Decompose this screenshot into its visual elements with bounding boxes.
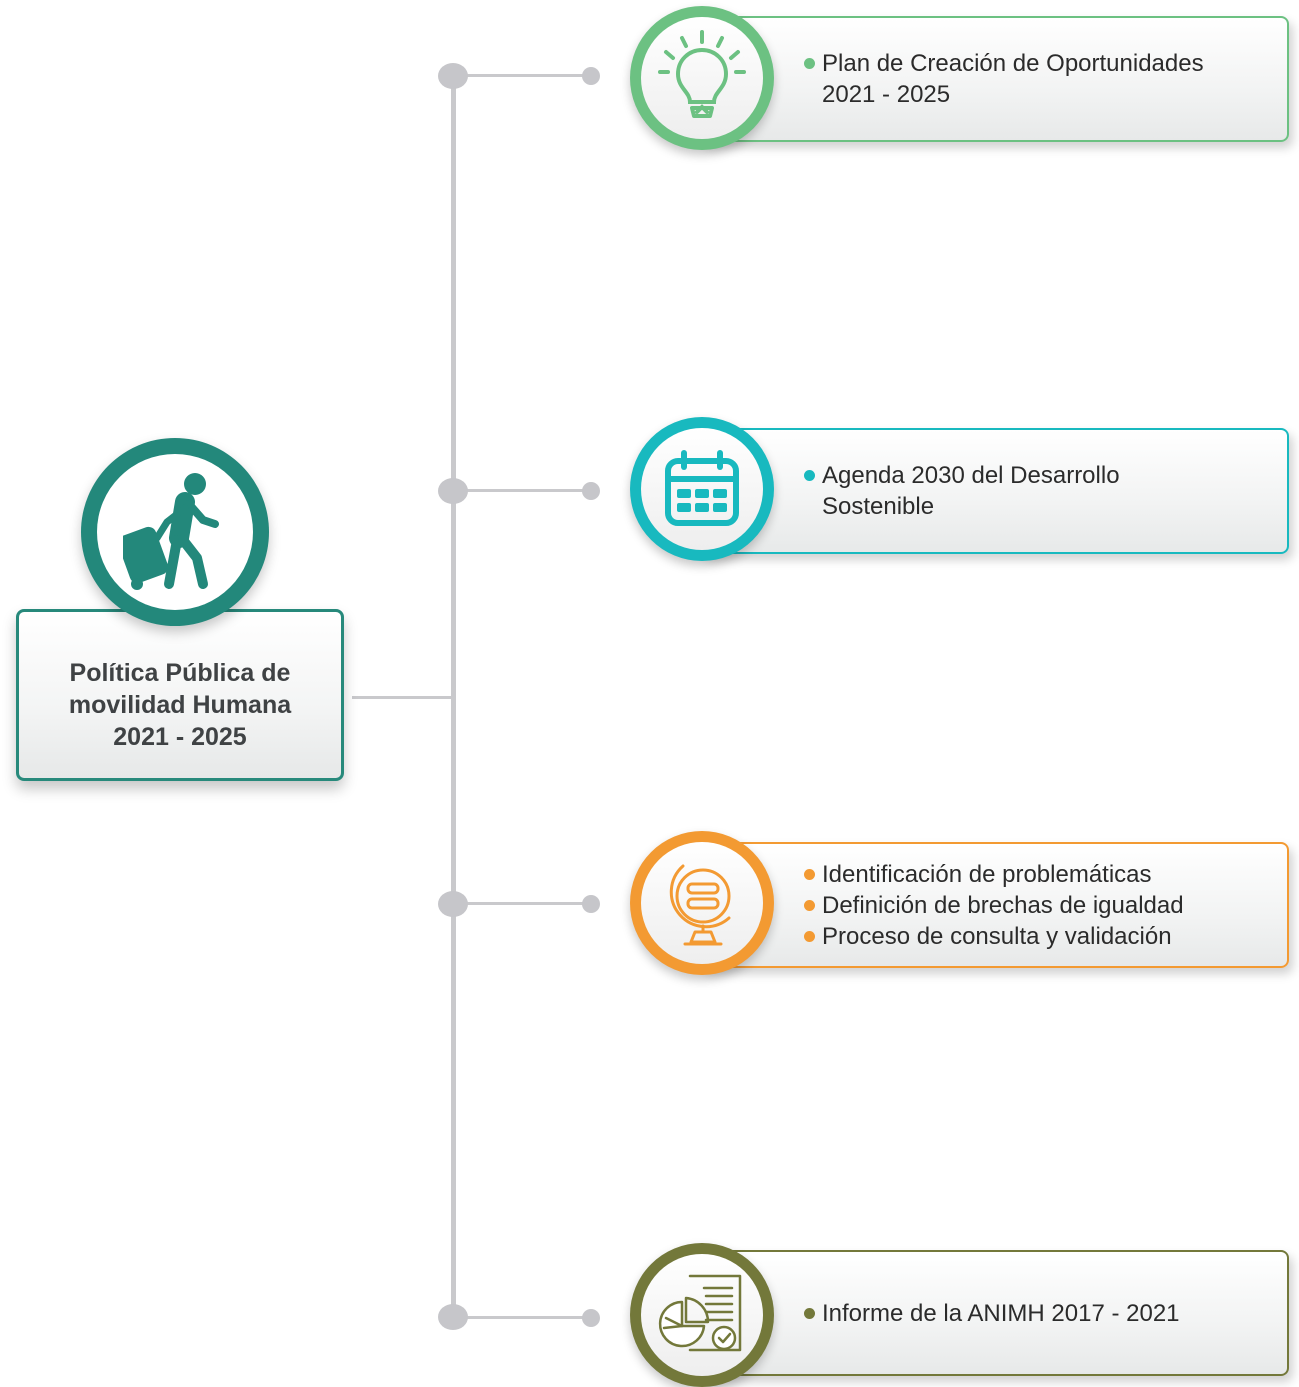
branch-icon-ring-3 <box>630 831 774 975</box>
bullet-dot <box>804 1307 815 1319</box>
lightbulb-icon <box>658 30 746 118</box>
main-topic-title: Política Pública de movilidad Humana 202… <box>68 659 292 751</box>
branch-card-3: Identificación de problemáticas Definici… <box>700 842 1289 968</box>
branch-node-3 <box>438 891 468 917</box>
branch-connector-2 <box>454 489 594 492</box>
main-connector <box>352 696 454 699</box>
main-topic-card: Política Pública de movilidad Humana 202… <box>16 609 344 781</box>
branch-3-item-2: Definición de brechas de igualdad <box>804 890 1279 921</box>
bullet-dot <box>804 899 815 911</box>
branch-icon-ring-4 <box>630 1243 774 1387</box>
branch-4-item-1: Informe de la ANIMH 2017 - 2021 <box>804 1298 1279 1329</box>
person-with-luggage-icon <box>123 473 219 590</box>
branch-end-dot-4 <box>582 1309 600 1327</box>
branch-card-1: Plan de Creación de Oportunidades 2021 -… <box>700 16 1289 142</box>
branch-icon-ring-1 <box>630 6 774 150</box>
branch-card-2: Agenda 2030 del Desarrollo Sostenible <box>700 428 1289 554</box>
branch-1-item-1: Plan de Creación de Oportunidades 2021 -… <box>804 48 1279 110</box>
branch-connector-3 <box>454 902 594 905</box>
branch-end-dot-1 <box>582 67 600 85</box>
bullet-dot <box>804 868 815 880</box>
branch-2-item-1: Agenda 2030 del Desarrollo Sostenible <box>804 460 1279 522</box>
report-chart-icon <box>658 1274 742 1352</box>
branch-node-4 <box>438 1304 468 1330</box>
branch-3-item-1: Identificación de problemáticas <box>804 859 1279 890</box>
branch-end-dot-3 <box>582 895 600 913</box>
branch-card-4: Informe de la ANIMH 2017 - 2021 <box>700 1250 1289 1376</box>
branch-3-item-3: Proceso de consulta y validación <box>804 921 1279 952</box>
bullet-dot <box>804 930 815 942</box>
globe-stand-icon <box>669 864 731 946</box>
branch-connector-1 <box>454 74 594 77</box>
bullet-dot <box>804 470 815 481</box>
trunk-line <box>451 74 456 1316</box>
branch-node-2 <box>438 478 468 504</box>
calendar-icon <box>665 450 739 526</box>
bullet-dot <box>804 58 815 69</box>
branch-node-1 <box>438 63 468 89</box>
branch-end-dot-2 <box>582 482 600 500</box>
branch-connector-4 <box>454 1316 594 1319</box>
main-icon-circle <box>81 438 269 626</box>
branch-icon-ring-2 <box>630 417 774 561</box>
